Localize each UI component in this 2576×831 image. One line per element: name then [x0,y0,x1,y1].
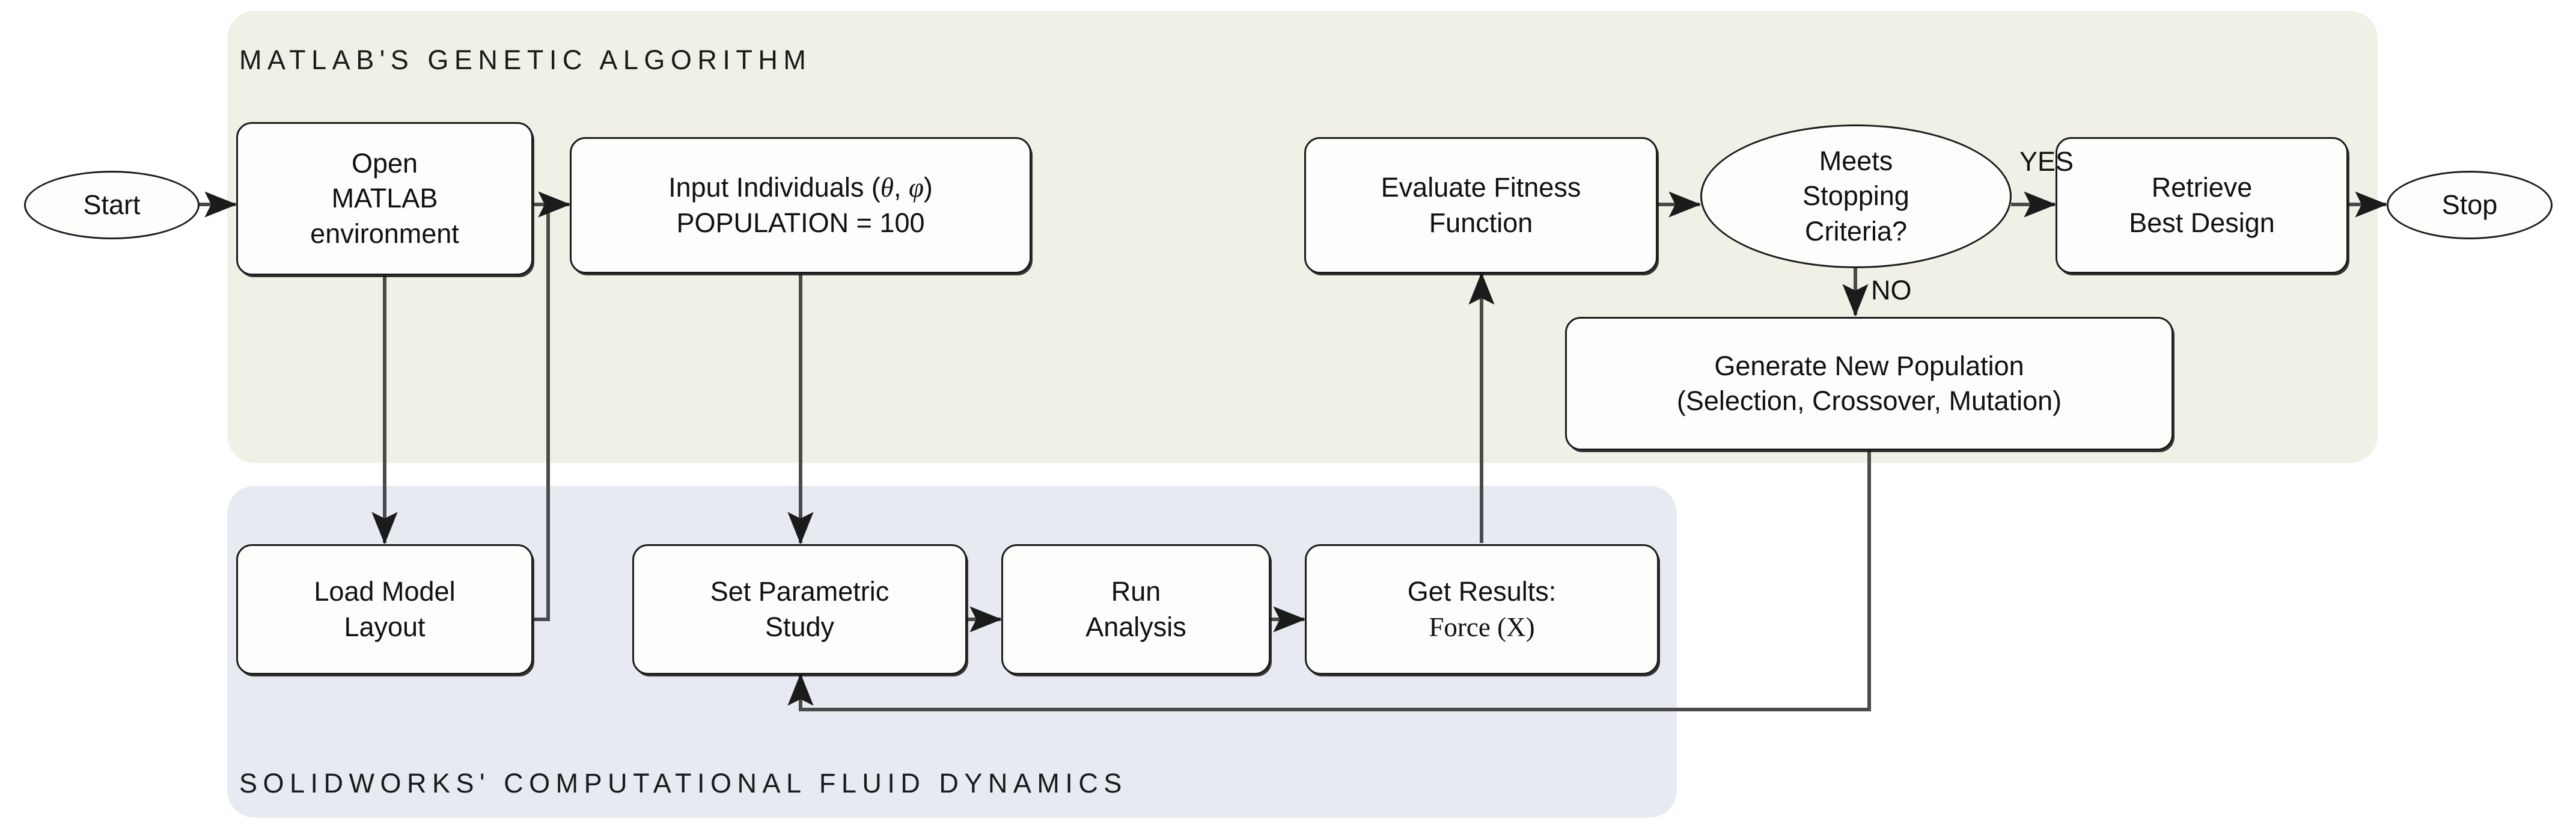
input-individuals-comma: , [893,172,909,203]
node-input-individuals[interactable]: Input Individuals (θ, φ) POPULATION = 10… [570,137,1031,274]
node-meets-stopping-line1: Meets [1819,145,1893,176]
node-start-label: Start [83,189,141,220]
node-load-model-line2: Layout [344,611,426,642]
node-open-matlab-environment[interactable]: Open MATLAB environment [236,122,533,275]
node-evaluate-fitness-line1: Evaluate Fitness [1381,172,1581,203]
panel-title-matlab: MATLAB'S GENETIC ALGORITHM [239,44,812,75]
node-set-parametric-line1: Set Parametric [710,576,890,607]
input-individuals-prefix: Input Individuals ( [668,172,881,203]
node-open-matlab-line1: Open [351,147,418,179]
node-run-analysis[interactable]: Run Analysis [1001,544,1271,675]
phi-symbol: φ [908,173,924,203]
node-stop-label: Stop [2441,189,2498,220]
node-open-matlab-line2: MATLAB [331,183,438,214]
node-retrieve-best-line1: Retrieve [2151,172,2253,203]
node-get-results-line2: Force (X) [1429,612,1535,642]
node-generate-new-line2: (Selection, Crossover, Mutation) [1676,385,2062,416]
node-load-model-layout[interactable]: Load Model Layout [236,544,533,675]
theta-symbol: θ [880,173,894,203]
node-meets-stopping-line2: Stopping [1802,180,1909,212]
node-get-results-line1: Get Results: [1407,576,1557,607]
node-set-parametric-study[interactable]: Set Parametric Study [632,544,967,675]
node-generate-new-line1: Generate New Population [1714,350,2024,381]
node-retrieve-best-design[interactable]: Retrieve Best Design [2056,137,2348,274]
node-run-analysis-line2: Analysis [1085,611,1186,642]
node-load-model-line1: Load Model [314,576,456,607]
node-start[interactable]: Start [24,171,200,239]
node-meets-stopping-criteria[interactable]: Meets Stopping Criteria? [1700,124,2012,268]
node-evaluate-fitness-function[interactable]: Evaluate Fitness Function [1304,137,1658,274]
node-retrieve-best-line2: Best Design [2129,207,2275,238]
node-open-matlab-line3: environment [310,218,459,249]
node-get-results-force[interactable]: Get Results: Force (X) [1305,544,1659,675]
node-input-individuals-line2: POPULATION = 100 [676,207,925,238]
node-evaluate-fitness-line2: Function [1429,207,1533,238]
node-set-parametric-line2: Study [765,611,835,642]
input-individuals-suffix: ) [923,172,933,203]
edge-label-no: NO [1871,275,1912,305]
node-stop[interactable]: Stop [2387,171,2553,239]
node-run-analysis-line1: Run [1111,576,1161,607]
node-input-individuals-line1: Input Individuals (θ, φ) [668,170,933,206]
panel-title-solidworks: SOLIDWORKS' COMPUTATIONAL FLUID DYNAMICS [239,768,1128,799]
node-meets-stopping-line3: Criteria? [1804,215,1908,247]
edge-label-yes: YES [2019,146,2074,177]
node-generate-new-population[interactable]: Generate New Population (Selection, Cros… [1565,317,2173,450]
